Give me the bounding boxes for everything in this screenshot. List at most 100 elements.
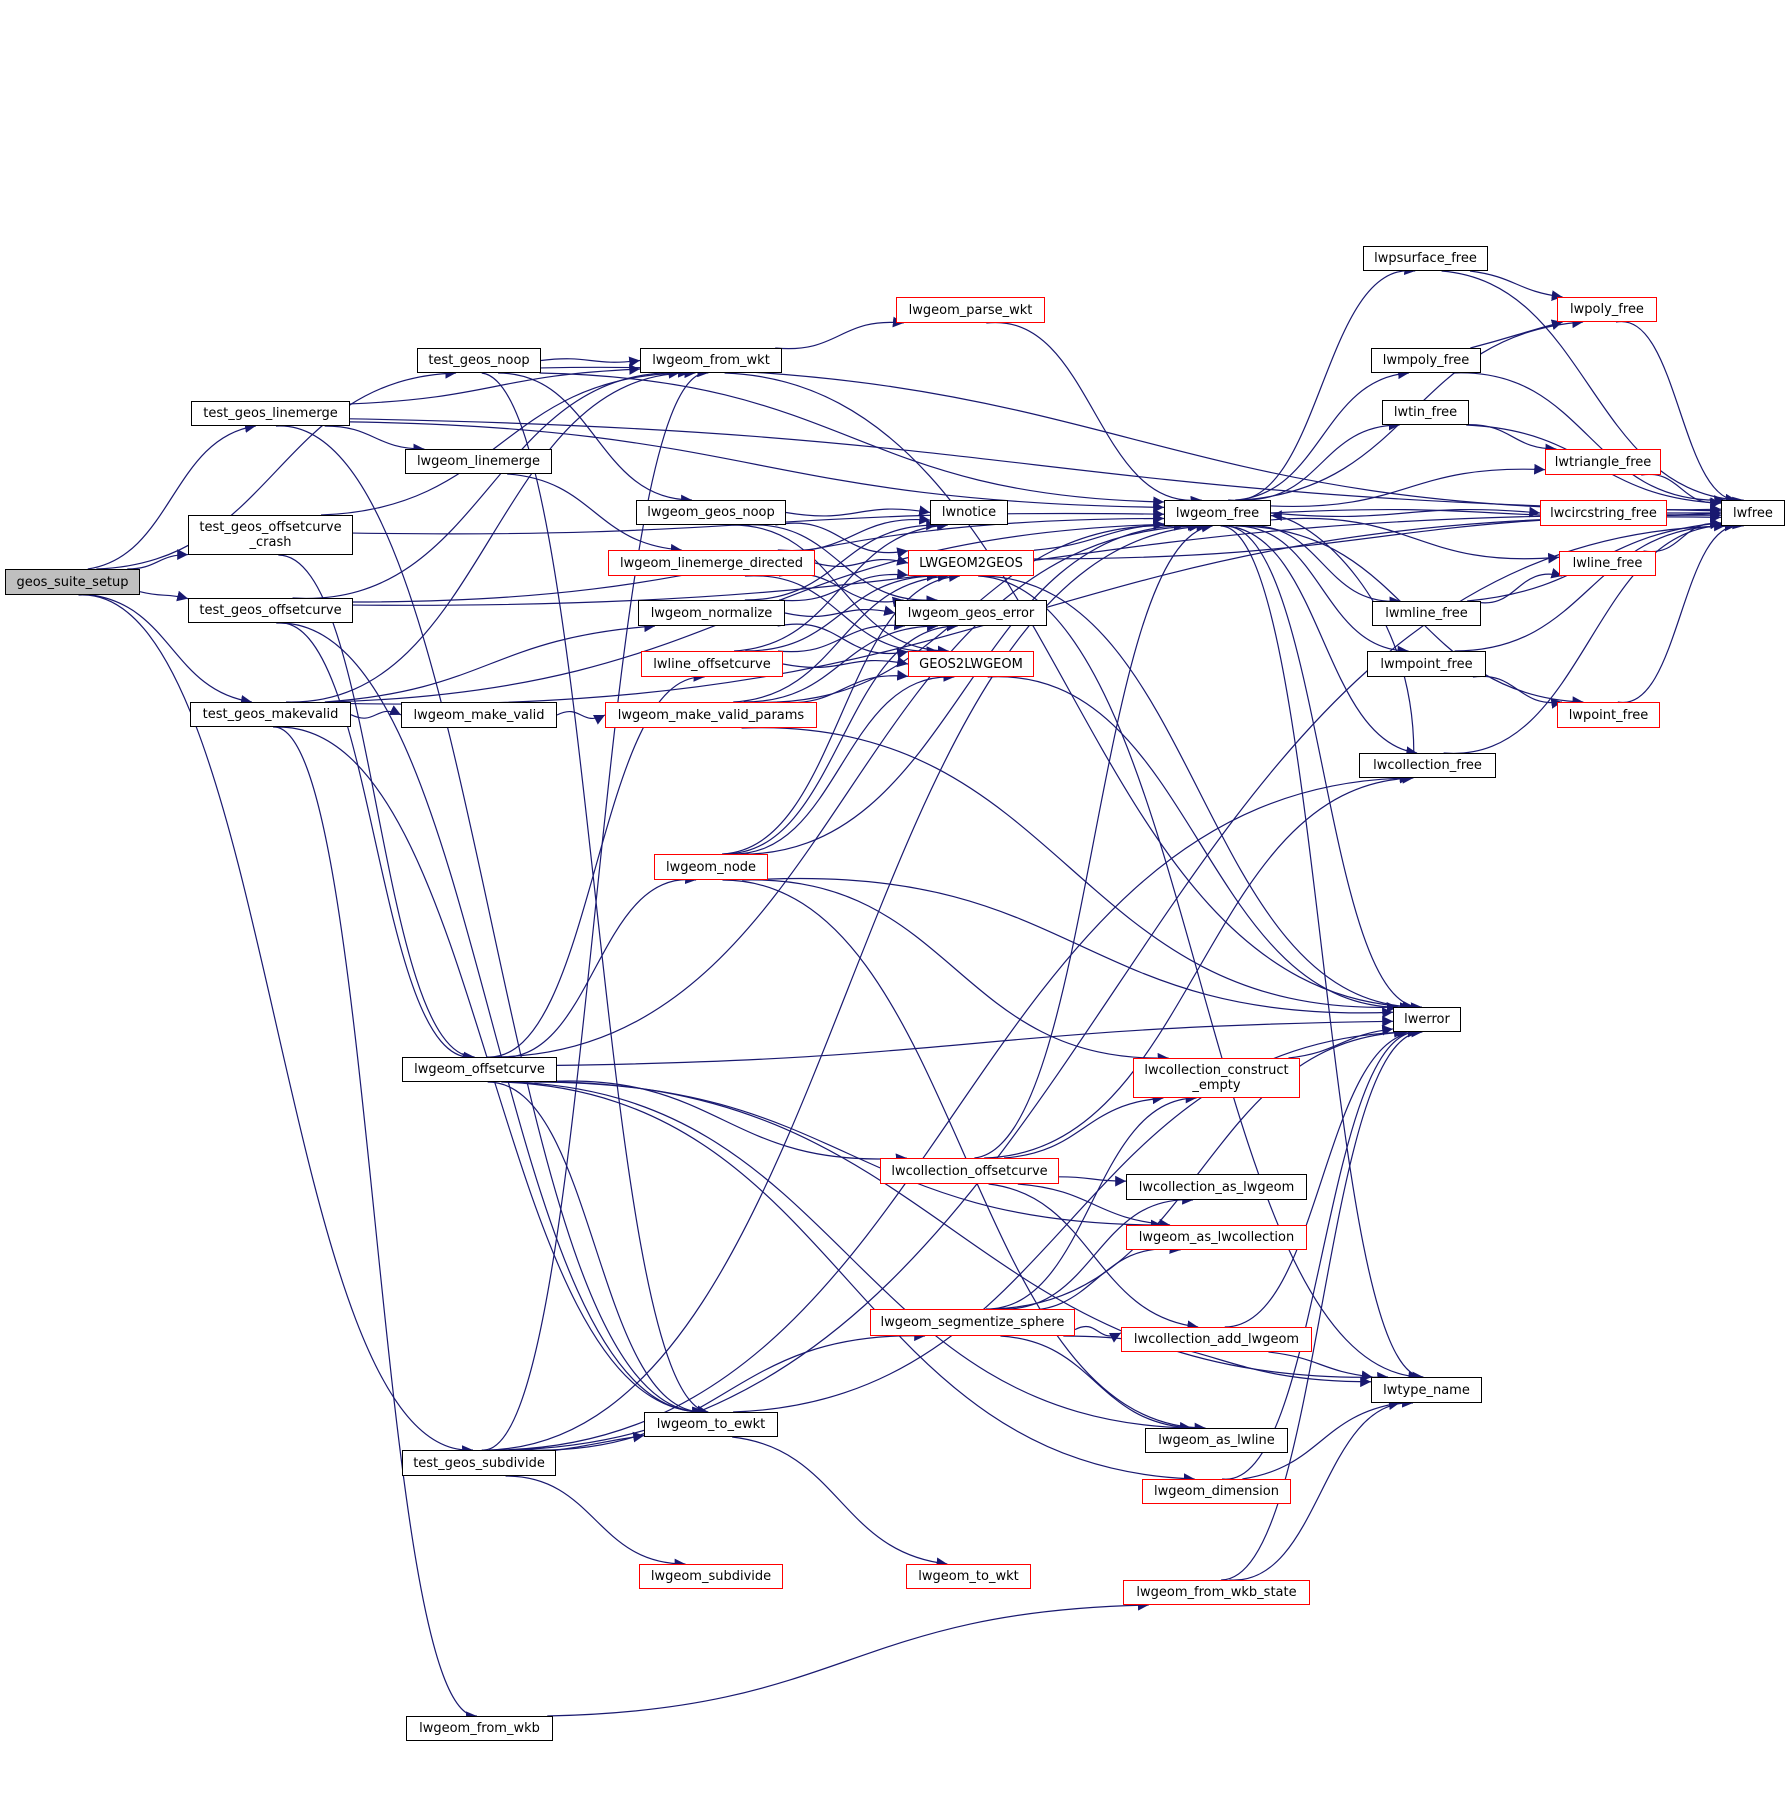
edge-lwgeom_normalize-to-lwgeom_geos_error: [784, 605, 896, 617]
node-lwgeom-as-lwcollection[interactable]: lwgeom_as_lwcollection: [1126, 1225, 1307, 1250]
node-test-geos-noop[interactable]: test_geos_noop: [417, 348, 541, 373]
edge-test_geos_noop-to-lwgeom_free: [539, 372, 1165, 508]
node-lwgeom-offsetcurve[interactable]: lwgeom_offsetcurve: [402, 1057, 557, 1082]
edge-lwgeom_free-to-lwline_free: [1270, 517, 1560, 564]
edge-lwgeom_to_ewkt-to-lwerror: [733, 1027, 1405, 1413]
edge-lwcollection_offsetcurve-to-lwcollection_construct_empty: [1003, 1093, 1164, 1159]
node-lwgeom-from-wkb-state[interactable]: lwgeom_from_wkb_state: [1123, 1580, 1310, 1605]
node-lwtin-free[interactable]: lwtin_free: [1382, 400, 1469, 425]
node-lwcollection-offsetcurve[interactable]: lwcollection_offsetcurve: [880, 1158, 1059, 1184]
edge-lwgeom_segmentize_sphere-to-lwerror: [992, 1026, 1409, 1310]
node-label: test_geos_noop: [428, 353, 530, 368]
node-lwgeom-free[interactable]: lwgeom_free: [1164, 500, 1271, 526]
node-lwtriangle-free[interactable]: lwtriangle_free: [1545, 449, 1661, 475]
edge-lwgeom_geos_noop-to-LWGEOM2GEOS: [775, 522, 909, 558]
node-lwgeom-geos-noop[interactable]: lwgeom_geos_noop: [636, 500, 786, 525]
edge-lwgeom_offsetcurve-to-lwtype_name: [516, 1081, 1389, 1383]
node-lwcollection-construct-empty[interactable]: lwcollection_construct _empty: [1133, 1058, 1300, 1098]
edge-lwcollection_offsetcurve-to-lwgeom_as_lwcollection: [1017, 1183, 1171, 1230]
edge-test_geos_linemerge-to-lwgeom_free: [349, 421, 1165, 513]
edge-lwgeom_node-to-GEOS2LWGEOM: [727, 671, 955, 855]
node-lwgeom-linemerge-directed[interactable]: lwgeom_linemerge_directed: [608, 550, 815, 576]
node-label: lwline_offsetcurve: [653, 656, 771, 672]
edge-test_geos_linemerge-to-lwgeom_from_wkt: [349, 364, 641, 405]
edge-lwgeom_make_valid_params-to-LWGEOM2GEOS: [733, 571, 949, 703]
node-label: lwgeom_from_wkt: [652, 353, 770, 368]
edge-lwgeom_make_valid-to-lwgeom_make_valid_params: [556, 710, 606, 725]
node-lwgeom-dimension[interactable]: lwgeom_dimension: [1142, 1479, 1291, 1504]
node-label: GEOS2LWGEOM: [919, 656, 1023, 672]
node-lwline-offsetcurve[interactable]: lwline_offsetcurve: [641, 651, 783, 677]
node-lwgeom-make-valid[interactable]: lwgeom_make_valid: [401, 702, 557, 728]
edge-lwgeom_node-to-lwgeom_geos_error: [724, 620, 958, 855]
edge-test_geos_makevalid-to-lwgeom_from_wkt: [286, 367, 696, 703]
node-lwmpoly-free[interactable]: lwmpoly_free: [1371, 348, 1481, 373]
edge-test_geos_offsetcurve_crash-to-lwgeom_from_wkt: [320, 367, 680, 516]
edge-lwgeom_offsetcurve-to-lwgeom_to_ewkt: [487, 1081, 703, 1418]
node-label: lwfree: [1733, 505, 1773, 521]
node-lwpsurface-free[interactable]: lwpsurface_free: [1363, 246, 1488, 271]
node-lwcollection-free[interactable]: lwcollection_free: [1359, 753, 1496, 778]
node-lwgeom-subdivide[interactable]: lwgeom_subdivide: [639, 1564, 783, 1589]
node-label: lwcollection_construct _empty: [1144, 1063, 1289, 1093]
edge-test_geos_subdivide-to-lwgeom_from_wkt: [481, 366, 709, 1451]
edge-lwgeom_linemerge_directed-to-LWGEOM2GEOS: [814, 555, 909, 568]
edge-lwgeom_make_valid_params-to-GEOS2LWGEOM: [777, 669, 909, 704]
edge-lwcollection_free-to-lwfree: [1443, 519, 1737, 754]
node-test-geos-linemerge[interactable]: test_geos_linemerge: [191, 401, 350, 426]
node-lwgeom-parse-wkt[interactable]: lwgeom_parse_wkt: [896, 297, 1045, 323]
node-lwmpoint-free[interactable]: lwmpoint_free: [1367, 651, 1486, 677]
node-test-geos-offsetcurve-crash[interactable]: test_geos_offsetcurve _crash: [188, 515, 353, 555]
edge-test_geos_offsetcurve-to-lwgeom_from_wkt: [292, 366, 690, 599]
edge-test_geos_offsetcurve_crash-to-lwgeom_offsetcurve: [278, 554, 475, 1063]
node-test-geos-offsetcurve[interactable]: test_geos_offsetcurve: [188, 598, 353, 623]
edge-geos_suite_setup-to-test_geos_makevalid: [91, 594, 252, 706]
node-lwgeom-node[interactable]: lwgeom_node: [654, 854, 768, 880]
node-lwcircstring-free[interactable]: lwcircstring_free: [1540, 500, 1667, 526]
node-lwgeom-from-wkt[interactable]: lwgeom_from_wkt: [640, 348, 782, 373]
edge-lwtin_free-to-lwtriangle_free: [1468, 424, 1557, 455]
node-test-geos-makevalid[interactable]: test_geos_makevalid: [190, 702, 351, 727]
node-lwgeom-to-ewkt[interactable]: lwgeom_to_ewkt: [644, 1412, 778, 1437]
node-lwgeom-geos-error[interactable]: lwgeom_geos_error: [895, 600, 1047, 626]
edge-lwcollection_free-to-lwgeom_free: [1270, 510, 1415, 754]
node-lwmline-free[interactable]: lwmline_free: [1372, 601, 1481, 626]
node-lwgeom-normalize[interactable]: lwgeom_normalize: [638, 600, 785, 626]
node-label: lwgeom_linemerge: [416, 454, 541, 469]
edge-lwgeom_from_wkb_state-to-lwtype_name: [1229, 1396, 1414, 1581]
node-lwnotice[interactable]: lwnotice: [930, 500, 1008, 525]
node-lwline-free[interactable]: lwline_free: [1559, 551, 1656, 576]
node-lwgeom-to-wkt[interactable]: lwgeom_to_wkt: [906, 1564, 1031, 1589]
node-label: lwline_free: [1572, 556, 1643, 571]
edge-lwgeom_dimension-to-lwtype_name: [1242, 1399, 1400, 1480]
node-label: lwmpoint_free: [1380, 656, 1473, 672]
node-lwgeom-linemerge[interactable]: lwgeom_linemerge: [405, 449, 552, 474]
edge-test_geos_linemerge-to-lwgeom_linemerge: [324, 425, 425, 455]
node-lwpoly-free[interactable]: lwpoly_free: [1557, 297, 1657, 322]
node-lwpoint-free[interactable]: lwpoint_free: [1557, 702, 1660, 728]
node-lwcollection-add-lwgeom[interactable]: lwcollection_add_lwgeom: [1121, 1327, 1312, 1352]
node-label: lwgeom_normalize: [650, 605, 773, 621]
edge-lwgeom_free-to-lwcollection_free: [1228, 525, 1418, 757]
node-geos2lwgeom[interactable]: GEOS2LWGEOM: [908, 651, 1034, 677]
node-lwgeom-from-wkb[interactable]: lwgeom_from_wkb: [406, 1716, 553, 1741]
node-label: lwgeom_to_wkt: [918, 1569, 1019, 1584]
node-lwfree[interactable]: lwfree: [1721, 500, 1785, 526]
node-lwgeom-as-lwline[interactable]: lwgeom_as_lwline: [1145, 1428, 1288, 1453]
edge-geos_suite_setup-to-test_geos_noop: [96, 367, 457, 570]
edge-lwgeom_node-to-LWGEOM2GEOS: [722, 571, 960, 855]
node-lwerror[interactable]: lwerror: [1393, 1007, 1461, 1032]
edge-lwgeom_dimension-to-lwerror: [1222, 1025, 1422, 1480]
node-test-geos-subdivide[interactable]: test_geos_subdivide: [402, 1450, 556, 1476]
node-lwgeom-make-valid-params[interactable]: lwgeom_make_valid_params: [605, 702, 817, 728]
node-lwcollection-as-lwgeom[interactable]: lwcollection_as_lwgeom: [1126, 1174, 1307, 1200]
edge-test_geos_offsetcurve-to-lwgeom_to_ewkt: [277, 622, 705, 1418]
node-label: lwgeom_make_valid_params: [617, 707, 805, 723]
node-lwtype-name[interactable]: lwtype_name: [1371, 1377, 1482, 1403]
edge-lwgeom_offsetcurve-to-lwgeom_as_lwline: [504, 1081, 1192, 1434]
node-lwgeom2geos[interactable]: LWGEOM2GEOS: [908, 550, 1034, 576]
node-lwgeom-segmentize-sphere[interactable]: lwgeom_segmentize_sphere: [870, 1309, 1075, 1336]
node-label: lwgeom_subdivide: [650, 1569, 772, 1584]
